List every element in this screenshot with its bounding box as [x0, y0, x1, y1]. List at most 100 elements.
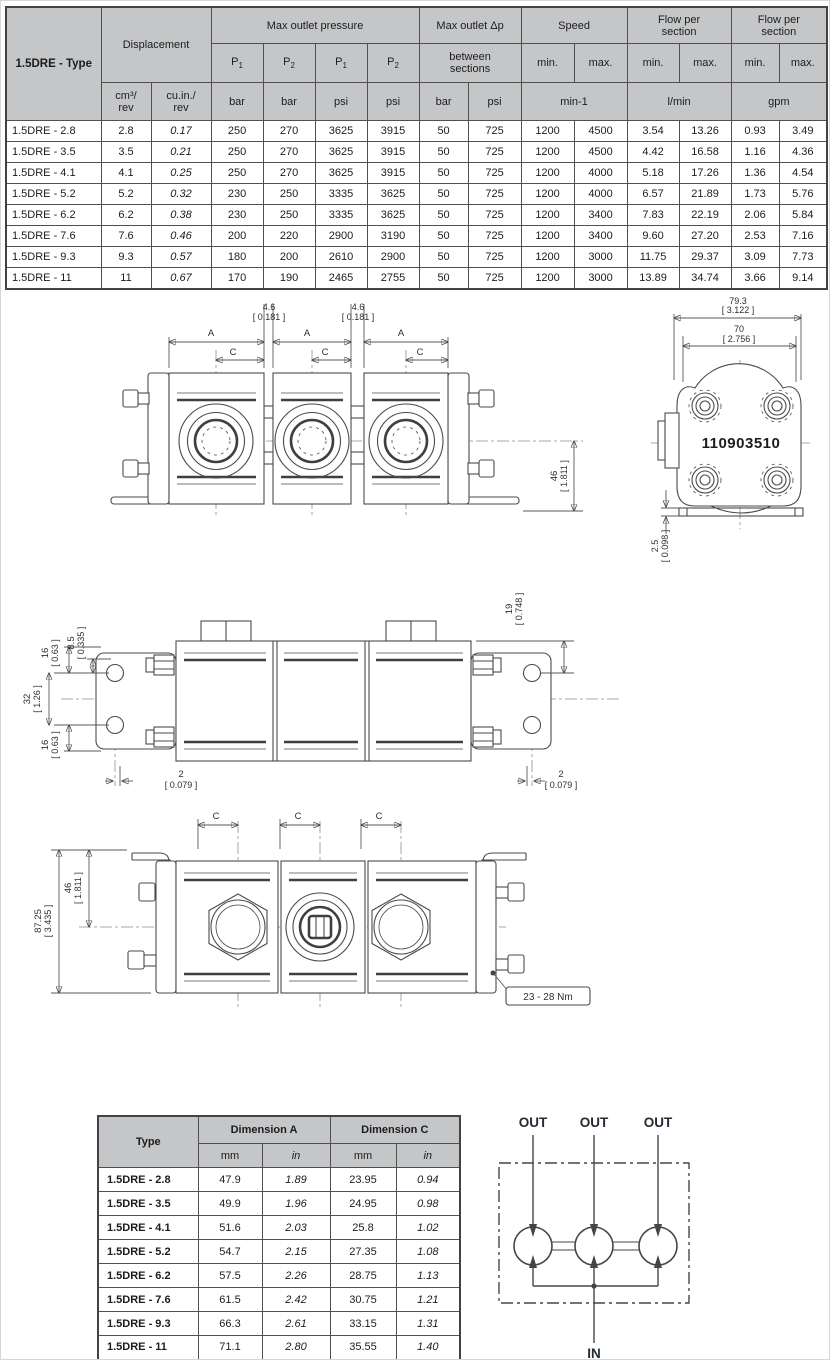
dim-label-25-in: [ 0.098 ] — [660, 530, 670, 563]
cell: 2900 — [314, 225, 368, 247]
cell: 1.5DRE - 9.3 — [5, 246, 102, 268]
cell: 61.5 — [197, 1287, 263, 1312]
cell: 4000 — [573, 162, 628, 184]
max-outlet-dp-header: Max outlet Δp — [418, 6, 522, 44]
cell: 2.03 — [261, 1215, 331, 1240]
unit-psi: psi — [467, 82, 522, 121]
cell: 3335 — [314, 204, 368, 226]
cell: 2.80 — [261, 1335, 331, 1359]
cell: 3625 — [366, 204, 420, 226]
cell: 250 — [210, 120, 264, 142]
cell: 49.9 — [197, 1191, 263, 1216]
speed-min-header: min. — [520, 43, 575, 83]
cell: 6.57 — [626, 183, 680, 205]
dim-label-46-in: [ 1.811 ] — [559, 460, 569, 492]
cell: 4000 — [573, 183, 628, 205]
dim-label-gap: 4.6 — [352, 302, 365, 312]
end-view-body: 110903510 — [651, 360, 813, 529]
cell: 27.20 — [678, 225, 732, 247]
cell: 2.8 — [100, 120, 152, 142]
cell: 200 — [210, 225, 264, 247]
cell: 1.5DRE - 7.6 — [97, 1287, 199, 1312]
cell: 0.46 — [150, 225, 212, 247]
cell: 230 — [210, 204, 264, 226]
cell: 2.53 — [730, 225, 780, 247]
cell: 250 — [262, 204, 316, 226]
cell: 170 — [210, 267, 264, 289]
dim-label-a: A — [398, 328, 405, 339]
unit-psi: psi — [366, 82, 420, 121]
torque-label: 23 - 28 Nm — [523, 992, 572, 1003]
cell: 24.95 — [329, 1191, 397, 1216]
hydraulic-schematic: OUT OUT OUT IN — [498, 1115, 690, 1359]
end-view-dimensions: 79.3 [ 3.122 ] 70 [ 2.756 ] 2.5 [ 0.098 … — [650, 296, 801, 562]
cell: 200 — [262, 246, 316, 268]
dim-label-25: 2.5 — [650, 540, 660, 553]
cell: 30.75 — [329, 1287, 397, 1312]
cell: 2.26 — [261, 1263, 331, 1288]
cell: 54.7 — [197, 1239, 263, 1264]
cell: 3000 — [573, 246, 628, 268]
front-bolts — [122, 389, 495, 478]
max-outlet-pressure-header: Max outlet pressure — [210, 6, 420, 44]
type-header: 1.5DRE - Type — [5, 6, 102, 121]
cell: 50 — [418, 141, 469, 163]
cell: 1200 — [520, 183, 575, 205]
cell: 725 — [467, 267, 522, 289]
displacement-header: Displacement — [100, 6, 212, 83]
dim-label-gap-in: [ 0.181 ] — [342, 312, 375, 322]
speed-header: Speed — [520, 6, 628, 44]
unit-cuin: cu.in./ rev — [150, 82, 212, 121]
cell: 0.21 — [150, 141, 212, 163]
cell: 270 — [262, 162, 316, 184]
cell: 1200 — [520, 225, 575, 247]
dimension-c-header: Dimension C — [329, 1115, 461, 1144]
top-view-body — [95, 620, 552, 762]
gpm-min-header: min. — [730, 43, 780, 83]
cell: 1.5DRE - 2.8 — [97, 1167, 199, 1192]
cell: 13.89 — [626, 267, 680, 289]
cell: 250 — [210, 162, 264, 184]
cell: 0.98 — [395, 1191, 461, 1216]
dim-label-c: C — [213, 811, 220, 822]
dim-label-gap-in: [ 0.181 ] — [253, 312, 286, 322]
cell: 3625 — [366, 183, 420, 205]
cell: 2900 — [366, 246, 420, 268]
front-view-dimensions: A A A 4.6 [ 0.181 ] 4.6 [ 0.181 ] C C C … — [169, 302, 583, 511]
cell: 1200 — [520, 141, 575, 163]
dim-label-c: C — [376, 811, 383, 822]
mm-header: mm — [197, 1143, 263, 1168]
top-view-dimensions: 32 [ 1.26 ] 16 [ 0.63 ] 8.5 [ 0.335 ] 16… — [22, 593, 577, 790]
cell: 725 — [467, 225, 522, 247]
cell: 11.75 — [626, 246, 680, 268]
dim-label-70: 70 — [734, 324, 744, 334]
dim-label-46: 46 — [63, 883, 74, 894]
schematic-flow-lines — [529, 1135, 662, 1343]
unit-min1: min-1 — [520, 82, 628, 121]
top-view-nuts — [145, 654, 502, 748]
cell: 1.5DRE - 4.1 — [5, 162, 102, 184]
cell: 3915 — [366, 141, 420, 163]
cell: 1.31 — [395, 1311, 461, 1336]
gpm-max-header: max. — [778, 43, 828, 83]
cell: 190 — [262, 267, 316, 289]
dim-label-16t-in: [ 0.63 ] — [50, 639, 60, 667]
bottom-bolts — [127, 882, 525, 974]
p2-header: P2 — [262, 43, 316, 83]
cell: 7.16 — [778, 225, 828, 247]
cell: 4.42 — [626, 141, 680, 163]
cell: 5.84 — [778, 204, 828, 226]
cell: 50 — [418, 183, 469, 205]
cell: 5.76 — [778, 183, 828, 205]
cell: 2610 — [314, 246, 368, 268]
cell: 1.13 — [395, 1263, 461, 1288]
schematic-sections — [513, 1226, 678, 1266]
cell: 725 — [467, 246, 522, 268]
cell: 3625 — [314, 120, 368, 142]
